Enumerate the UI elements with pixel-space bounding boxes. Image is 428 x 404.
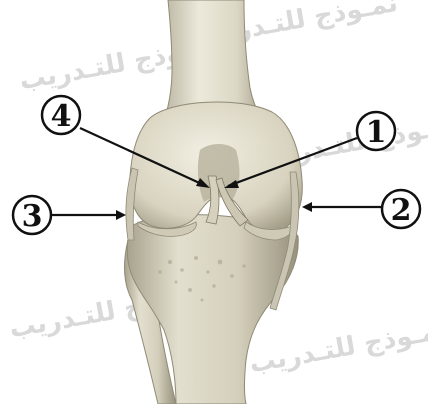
label-4: 4 <box>42 96 80 134</box>
label-4-text: 4 <box>51 99 72 134</box>
label-2-text: 2 <box>391 193 412 228</box>
label-3-text: 3 <box>22 199 43 234</box>
label-3: 3 <box>13 196 51 234</box>
label-1-text: 1 <box>366 115 387 150</box>
pointer-2-head <box>302 202 312 212</box>
label-1: 1 <box>357 112 395 150</box>
label-2: 2 <box>382 190 420 228</box>
watermark-line: نمـوذج للتـدريب <box>247 315 428 379</box>
pointer-3-head <box>116 210 126 220</box>
